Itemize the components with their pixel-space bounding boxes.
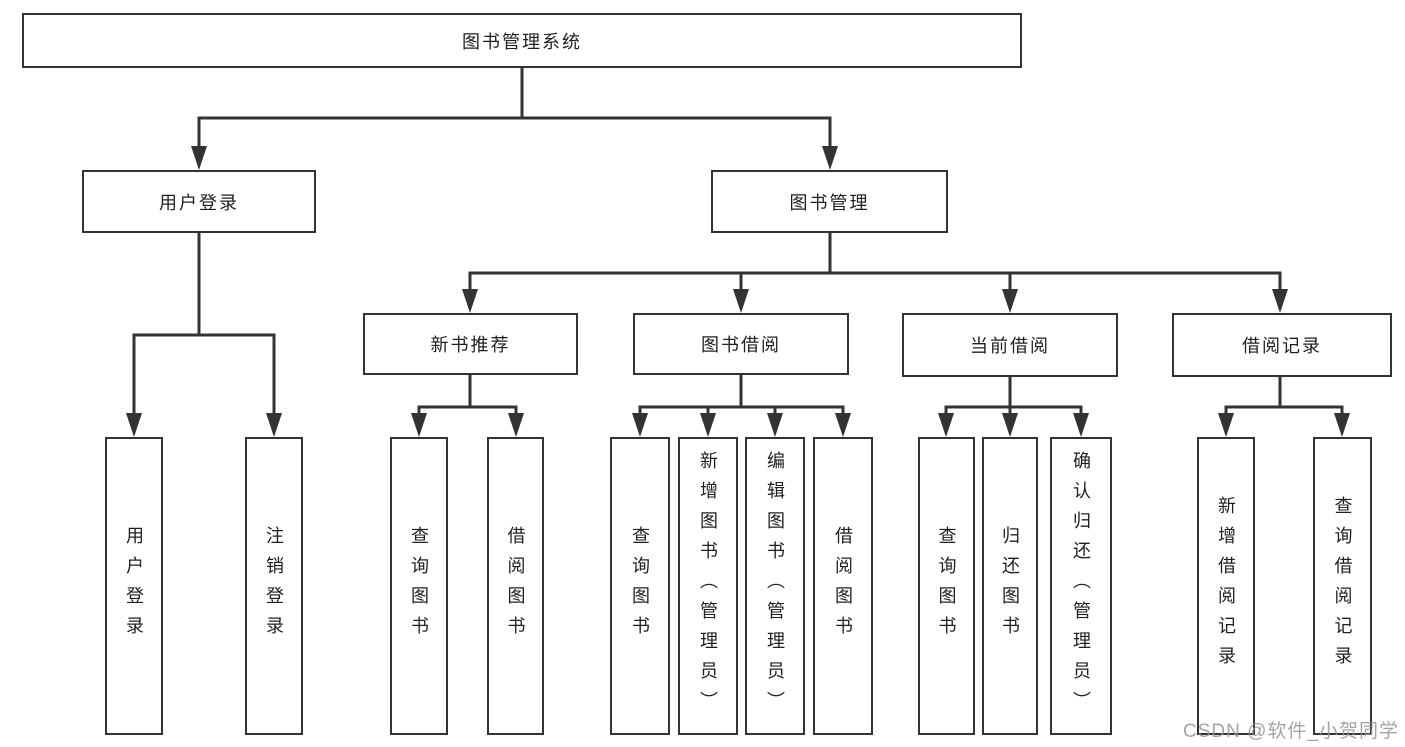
leaf-label: 新增图书（管理员）: [698, 451, 718, 721]
leaf-label: 借阅图书: [833, 526, 853, 646]
leaf-return-book: 归还图书: [982, 437, 1038, 735]
leaf-label: 查询借阅记录: [1332, 496, 1353, 676]
leaf-label: 编辑图书（管理员）: [765, 451, 785, 721]
leaf-label: 借阅图书: [505, 526, 526, 646]
leaf-label: 用户登录: [124, 526, 144, 646]
leaf-label: 确认归还（管理员）: [1071, 451, 1091, 721]
leaf-query-book-recommend: 查询图书: [390, 437, 448, 735]
leaf-add-book-admin: 新增图书（管理员）: [678, 437, 738, 735]
node-borrow-record: 借阅记录: [1172, 313, 1392, 377]
node-library-management-system: 图书管理系统: [22, 13, 1022, 68]
leaf-label: 新增借阅记录: [1216, 496, 1236, 676]
leaf-query-book-borrow: 查询图书: [610, 437, 670, 735]
node-label: 图书管理系统: [462, 31, 582, 52]
leaf-label: 归还图书: [1000, 526, 1020, 646]
leaf-edit-book-admin: 编辑图书（管理员）: [745, 437, 805, 735]
node-book-management: 图书管理: [711, 170, 948, 233]
leaf-borrow-book-recommend: 借阅图书: [487, 437, 544, 735]
leaf-label: 查询图书: [936, 526, 957, 646]
leaf-query-book-current: 查询图书: [918, 437, 975, 735]
leaf-confirm-return-admin: 确认归还（管理员）: [1050, 437, 1112, 735]
node-label: 用户登录: [159, 192, 239, 213]
node-label: 新书推荐: [430, 335, 511, 355]
node-label: 借阅记录: [1242, 336, 1322, 356]
leaf-add-borrow-record: 新增借阅记录: [1197, 437, 1255, 735]
leaf-user-login: 用户登录: [105, 437, 163, 735]
node-label: 图书借阅: [701, 335, 781, 355]
leaf-label: 查询图书: [409, 526, 429, 646]
leaf-label: 查询图书: [630, 526, 650, 646]
leaf-logout-login: 注销登录: [245, 437, 303, 735]
node-label: 图书管理: [789, 192, 870, 213]
leaf-label: 注销登录: [264, 526, 284, 646]
arrowheads: [126, 146, 1350, 437]
node-book-borrow: 图书借阅: [633, 313, 849, 375]
leaf-borrow-book: 借阅图书: [813, 437, 873, 735]
leaf-query-borrow-record: 查询借阅记录: [1313, 437, 1372, 735]
node-user-login: 用户登录: [82, 170, 316, 233]
node-label: 当前借阅: [970, 336, 1050, 356]
node-current-borrow: 当前借阅: [902, 313, 1118, 377]
node-new-book-recommend: 新书推荐: [363, 313, 578, 375]
